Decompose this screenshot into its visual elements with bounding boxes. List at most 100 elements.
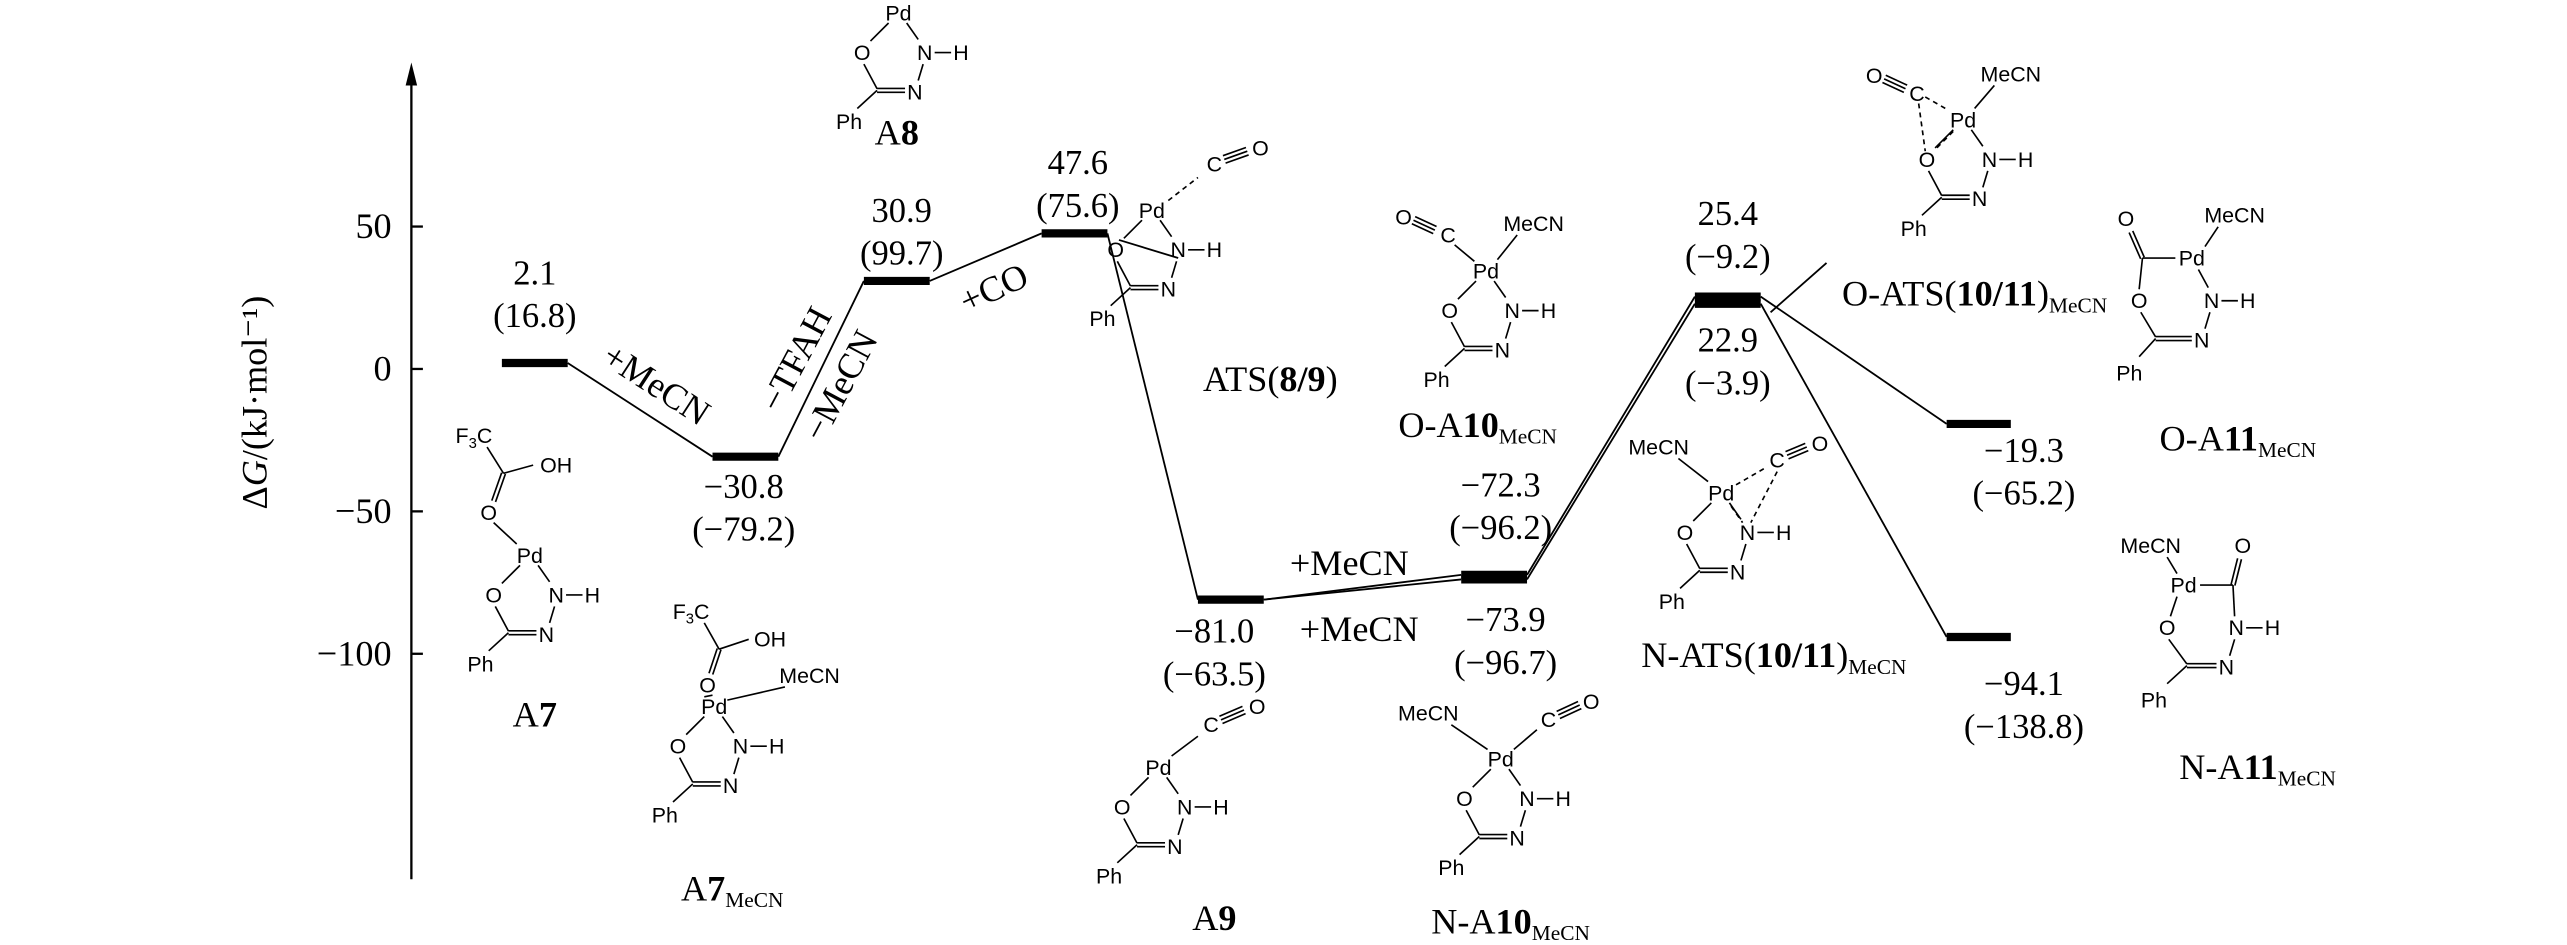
atom-n: N bbox=[539, 623, 554, 647]
bond bbox=[1411, 223, 1434, 235]
connector-N-A10-N-ATS bbox=[1526, 303, 1696, 580]
energy-value-N-A10: −73.9 bbox=[1466, 601, 1546, 639]
bond bbox=[494, 473, 507, 503]
compound-label-N-A10: N-A10MeCN bbox=[1431, 902, 1590, 945]
bond bbox=[1159, 219, 1173, 238]
atom-h: H bbox=[2265, 616, 2280, 640]
bond bbox=[1504, 321, 1512, 339]
y-tick-label: −50 bbox=[335, 491, 392, 531]
bond bbox=[1110, 287, 1132, 307]
atom-o: O bbox=[2118, 207, 2135, 231]
energy-values: 2.1(16.8)−30.8(−79.2)30.9(99.7)47.6(75.6… bbox=[493, 144, 2084, 746]
atom-c: C bbox=[1769, 449, 1784, 473]
bond bbox=[856, 89, 878, 110]
connector-O-A10-O-ATS bbox=[1526, 296, 1696, 576]
bond bbox=[2168, 638, 2188, 665]
bond bbox=[1116, 844, 1138, 864]
compound-labels: A7A7MeCNA8ATS(8/9)A9O-A10MeCNN-A10MeCNO-… bbox=[513, 113, 2336, 945]
compound-label-N-A11: N-A11MeCN bbox=[2179, 747, 2336, 791]
bond bbox=[1519, 809, 1527, 827]
atom-n: N bbox=[2204, 289, 2219, 313]
bond bbox=[1177, 818, 1184, 836]
atom-n: N bbox=[723, 774, 738, 798]
bond bbox=[1444, 347, 1466, 368]
bond bbox=[1165, 776, 1179, 795]
atom-mecn: MeCN bbox=[2120, 534, 2181, 558]
step-label-s5: +MeCN bbox=[1290, 543, 1409, 583]
atom-pd: Pd bbox=[885, 2, 911, 26]
bond bbox=[1883, 78, 1906, 90]
bond bbox=[1885, 74, 1908, 86]
bond bbox=[1513, 729, 1538, 751]
atom-ph: Ph bbox=[1089, 307, 1115, 331]
compound-label-O-A10: O-A10MeCN bbox=[1398, 405, 1557, 449]
bond bbox=[869, 22, 890, 42]
bond bbox=[1740, 543, 1747, 561]
atom-f3c: F3C bbox=[673, 600, 710, 628]
bond bbox=[727, 686, 786, 701]
bond bbox=[1450, 321, 1466, 348]
bond bbox=[733, 757, 740, 775]
step-label-s6: +MeCN bbox=[1300, 609, 1419, 649]
bond bbox=[1685, 543, 1701, 570]
atom-c: C bbox=[1203, 713, 1218, 737]
bond bbox=[1222, 712, 1246, 725]
connector-A9-N-A10 bbox=[1263, 578, 1462, 601]
bond bbox=[2131, 230, 2146, 258]
bond bbox=[1167, 176, 1199, 202]
atom-pd: Pd bbox=[1708, 481, 1734, 505]
y-axis-label: ΔG/(kJ·mol⁻¹) bbox=[235, 296, 275, 510]
atom-n: N bbox=[1495, 338, 1510, 362]
compound-label-A9: A9 bbox=[1192, 898, 1236, 938]
energy-value-paren-O-A10: (−96.2) bbox=[1449, 509, 1552, 547]
atom-h: H bbox=[769, 735, 784, 759]
bond bbox=[2138, 338, 2157, 358]
atom-pd: Pd bbox=[2179, 246, 2205, 270]
atom-c: C bbox=[1541, 708, 1556, 732]
bond bbox=[1454, 244, 1475, 262]
connector-A7-A7MeCN bbox=[567, 362, 713, 458]
atom-o: O bbox=[1249, 695, 1266, 719]
atom-h: H bbox=[1776, 521, 1791, 545]
bond bbox=[2204, 226, 2219, 247]
atom-o: O bbox=[1441, 299, 1458, 323]
bond bbox=[501, 564, 521, 585]
connector-N-ATS-N-A11 bbox=[1759, 303, 1948, 638]
bond bbox=[1735, 466, 1768, 486]
atom-pd: Pd bbox=[1950, 108, 1976, 132]
atom-h: H bbox=[585, 583, 600, 607]
bond bbox=[1170, 261, 1178, 278]
y-tick-label: 0 bbox=[374, 348, 392, 388]
energy-value-paren-N-A10: (−96.7) bbox=[1454, 644, 1557, 682]
atom-h: H bbox=[1556, 787, 1571, 811]
energy-value-paren-A8: (99.7) bbox=[860, 235, 943, 273]
atom-f3c: F3C bbox=[456, 424, 493, 452]
bond bbox=[1123, 818, 1138, 844]
bond bbox=[1496, 234, 1518, 261]
bond bbox=[1882, 81, 1905, 94]
atom-n: N bbox=[1509, 827, 1524, 851]
bond bbox=[1692, 502, 1712, 522]
bond bbox=[2128, 232, 2142, 260]
atom-c: C bbox=[1207, 153, 1222, 177]
bond bbox=[703, 622, 720, 650]
atom-n: N bbox=[2229, 616, 2244, 640]
bond bbox=[678, 757, 694, 783]
bond bbox=[1970, 129, 1984, 147]
bond bbox=[486, 446, 505, 474]
bond bbox=[493, 522, 518, 545]
bond bbox=[1917, 103, 1927, 152]
bond bbox=[1222, 146, 1247, 157]
atom-o: O bbox=[1583, 690, 1600, 714]
atom-o: O bbox=[1252, 136, 1269, 160]
atom-pd: Pd bbox=[1139, 199, 1165, 223]
atom-h: H bbox=[1541, 299, 1556, 323]
bond bbox=[1934, 129, 1954, 149]
atom-n: N bbox=[907, 80, 922, 104]
